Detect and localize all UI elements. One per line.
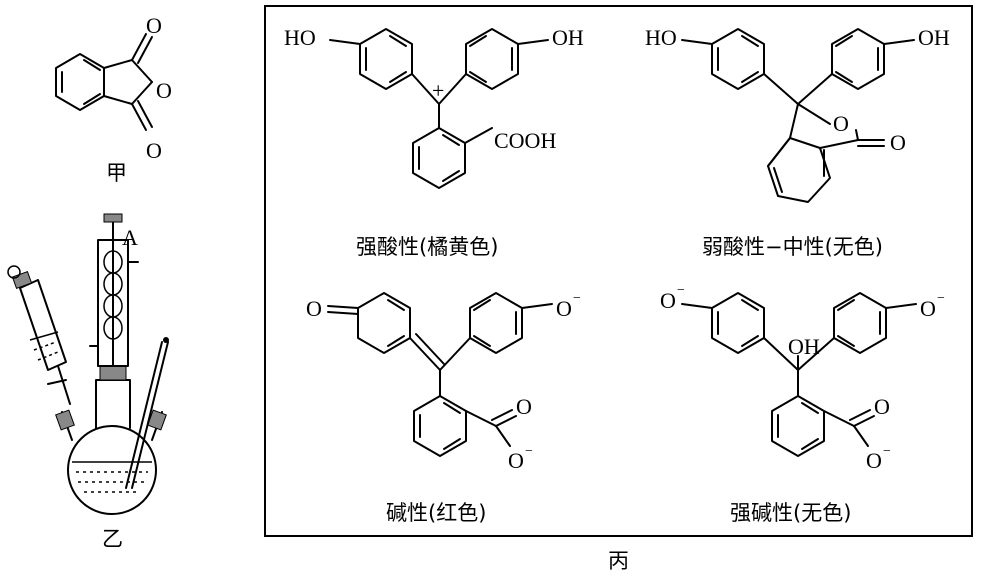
apparatus-yi (7, 213, 169, 515)
s1-ho: HO (284, 25, 316, 50)
caption-jia: 甲 (106, 161, 127, 185)
s4-oh-center: OH (788, 334, 820, 359)
jia-o-ring: O (156, 78, 172, 103)
caption-strong-acid: 强酸性(橘黄色) (356, 235, 498, 259)
jia-o-bottom: O (146, 138, 162, 163)
caption-yi: 乙 (102, 527, 123, 551)
structure-basic (327, 292, 553, 457)
s2-ho: HO (645, 25, 677, 50)
s3-o-left: O (306, 296, 322, 321)
condenser-label-a: A (122, 225, 138, 250)
caption-strong-base: 强碱性(无色) (730, 501, 851, 525)
s2-ring-o: O (833, 111, 849, 136)
s1-charge: + (432, 78, 444, 103)
s3-o-right: O (556, 296, 572, 321)
s2-oh: OH (918, 25, 950, 50)
s3-co-o: O (516, 394, 532, 419)
s4-o-right-charge: − (937, 291, 945, 306)
structure-strong-base (681, 292, 917, 457)
caption-weak-acid-neutral: 弱酸性−中性(无色) (702, 235, 883, 259)
s4-co-o-minus: O (866, 448, 882, 473)
s1-cooh: COOH (494, 128, 556, 153)
caption-bing: 丙 (608, 549, 629, 573)
s4-o-left-charge: − (677, 283, 685, 298)
s3-o-right-charge: − (573, 291, 581, 306)
s3-co-o-minus: O (508, 448, 524, 473)
panel-bing-frame (264, 5, 973, 537)
s4-co-o: O (874, 394, 890, 419)
s1-oh: OH (552, 25, 584, 50)
caption-basic: 碱性(红色) (386, 501, 486, 525)
s3-co-charge: − (525, 444, 533, 459)
s4-o-left: O (660, 288, 676, 313)
jia-o-top: O (146, 13, 162, 38)
s4-o-right: O (920, 296, 936, 321)
structure-strong-acid (329, 28, 549, 189)
compound-jia-structure (55, 33, 153, 131)
s4-co-charge: − (883, 444, 891, 459)
structure-weak-acid-neutral (681, 28, 915, 203)
s2-carbonyl-o: O (890, 130, 906, 155)
